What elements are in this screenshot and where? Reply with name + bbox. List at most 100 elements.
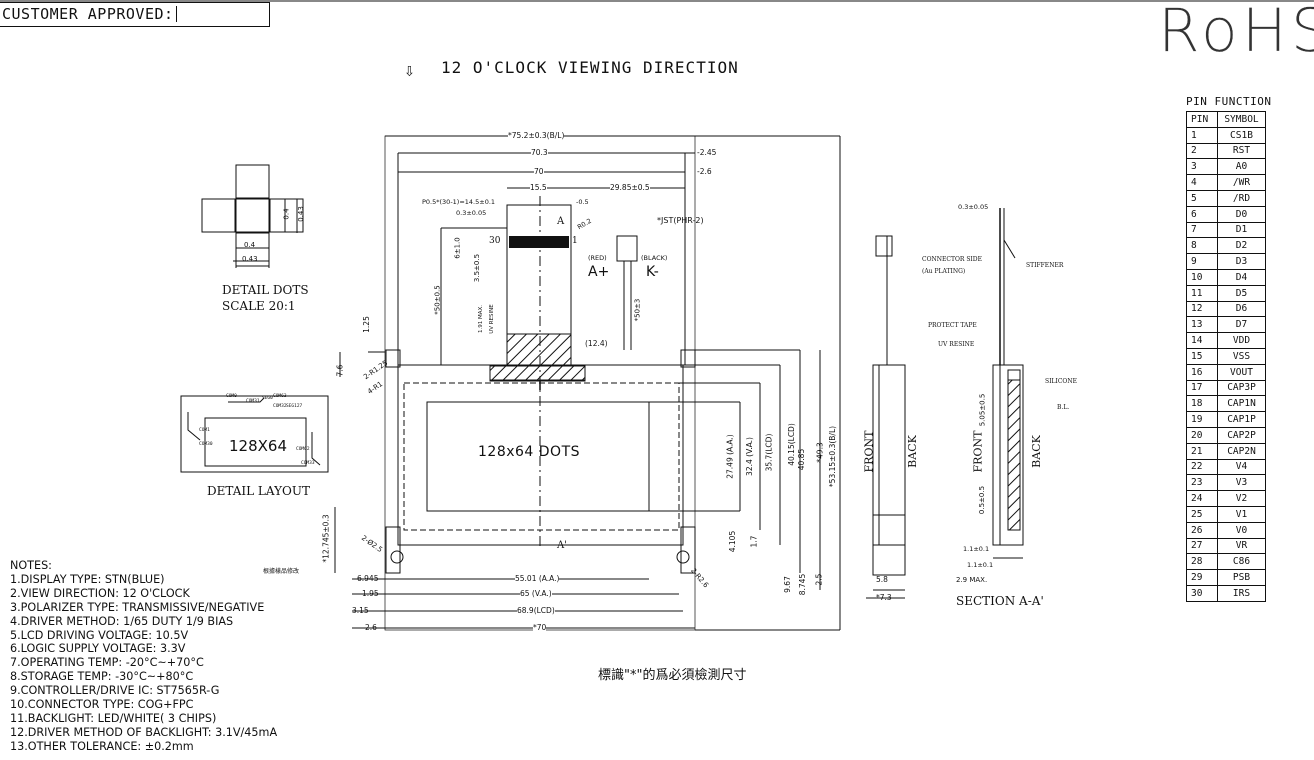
notes-block: NOTES: 1.DISPLAY TYPE: STN(BLUE)2.VIEW D… [10, 559, 277, 754]
pin-symbol: V1 [1217, 505, 1266, 523]
note-item: 4.DRIVER METHOD: 1/65 DUTY 1/9 BIAS [10, 614, 234, 628]
pin-table-row: 4/WR [1186, 174, 1266, 191]
note-item: 2.VIEW DIRECTION: 12 O'CLOCK [10, 586, 190, 600]
note-item: 11.BACKLIGHT: LED/WHITE( 3 CHIPS) [10, 711, 217, 725]
dim-29-85: 29.85±0.5 [610, 183, 650, 192]
com-label-5: COM32 [273, 404, 287, 409]
section-mark-a-prime: A' [557, 540, 567, 551]
pin-number: 21 [1186, 442, 1218, 460]
dim-7-3: *7.3 [876, 593, 892, 602]
pin-number: 22 [1186, 458, 1218, 476]
dim-1-25: 1.25 [361, 316, 371, 333]
pin-symbol: CAP3P [1217, 379, 1266, 397]
note-item: 1.DISPLAY TYPE: STN(BLUE) [10, 572, 165, 586]
sec-dim-1-1b: 1.1±0.1 [967, 561, 994, 569]
section-mark-a: A [557, 216, 565, 227]
pin-number: 6 [1186, 205, 1218, 223]
pin-symbol: VDD [1217, 332, 1266, 349]
dot-dim-2: 0.4 [282, 208, 291, 220]
sec-connector-side: CONNECTOR SIDE [922, 256, 982, 263]
detail-layout-center-label: 128X64 [229, 437, 287, 455]
dim-70-3: 70.3 [531, 148, 548, 157]
pin-symbol: CS1B [1217, 126, 1266, 144]
pin-number: 15 [1186, 347, 1218, 365]
pin-number: 5 [1186, 189, 1218, 207]
pin-number: 23 [1186, 474, 1218, 492]
pin-symbol: D7 [1217, 316, 1266, 334]
pin-number: 7 [1186, 221, 1218, 239]
pin-symbol: D4 [1217, 268, 1266, 286]
dim-2-5: 2.5 [814, 573, 824, 586]
pin-number: 1 [1186, 126, 1218, 144]
dim-3-5: 3.5±0.5 [473, 253, 482, 283]
note-item: 12.DRIVER METHOD OF BACKLIGHT: 3.1V/45mA [10, 725, 278, 739]
dim-70: 70 [534, 167, 544, 176]
com-label-4: COM63 [273, 394, 287, 399]
fpc-thickness: 0.3±0.05 [456, 209, 487, 217]
pin-number: 9 [1186, 253, 1218, 270]
uv-resine-label: UV RESINE [488, 304, 495, 334]
dot-dim-3: 0.43 [296, 206, 305, 222]
note-item: 3.POLARIZER TYPE: TRANSMISSIVE/NEGATIVE [10, 600, 265, 614]
pin-symbol: D5 [1217, 284, 1266, 302]
fpc-pin-1: 1 [572, 236, 578, 246]
com-label-3: SEG127 [286, 404, 303, 409]
dim-aa-height: 27.49 (A.A.) [725, 434, 735, 479]
pin-number: 17 [1186, 379, 1218, 397]
dim-50-fpc: *50±0.5 [433, 285, 442, 315]
dim-va-height: 32.4 (V.A.) [744, 437, 754, 476]
pin-symbol: CAP1P [1217, 411, 1266, 428]
sec-stiffener: STIFFENER [1026, 262, 1064, 269]
pin-number: 26 [1186, 521, 1218, 539]
pin-symbol: VSS [1217, 347, 1266, 365]
sec-au-plating: (Au PLATING) [922, 268, 966, 275]
dim-49-3: *49.3 [815, 442, 825, 463]
symbol-header: SYMBOL [1217, 111, 1266, 128]
sec-dim-0-5: 0.5±0.5 [978, 485, 987, 515]
dim-7-6: 7.6 [335, 364, 345, 377]
dim-4-105: 4.105 [728, 530, 738, 553]
pin-symbol: CAP2N [1217, 442, 1266, 460]
pin-symbol: A0 [1217, 158, 1266, 176]
com-label-1: COM31 [246, 399, 260, 404]
com-label-7: COM33 [301, 461, 315, 466]
dim-lcd-width: 68.9(LCD) [517, 606, 555, 615]
pin-number: 29 [1186, 569, 1218, 586]
pin-symbol: V0 [1217, 521, 1266, 539]
pin-symbol: /WR [1217, 174, 1266, 191]
pin-symbol: PSB [1217, 569, 1266, 586]
pin-symbol: CAP1N [1217, 395, 1266, 413]
note-item: 13.OTHER TOLERANCE: ±0.2mm [10, 739, 194, 753]
dim-1-95: 1.95 [362, 589, 379, 598]
sec-silicone: SILICONE [1045, 378, 1077, 385]
pin-table-header-row: PIN SYMBOL [1186, 111, 1266, 128]
sec-dim-1-1a: 1.1±0.1 [963, 545, 990, 553]
side-front-label: FRONT [862, 430, 876, 473]
pin-symbol: CAP2P [1217, 426, 1266, 444]
pin-number: 20 [1186, 426, 1218, 444]
section-front-label: FRONT [971, 430, 985, 473]
sec-backlight: B.L. [1057, 404, 1070, 411]
pin-symbol: D6 [1217, 300, 1266, 318]
dim-bl-height: *53.15±0.3(B/L) [828, 425, 838, 488]
pin-number: 2 [1186, 142, 1218, 160]
detail-dots-title: DETAIL DOTS [222, 283, 309, 297]
rohs-logo: RoHS [1158, 0, 1314, 66]
dim-15-5: 15.5 [530, 183, 547, 192]
side-view-figure [866, 235, 906, 599]
